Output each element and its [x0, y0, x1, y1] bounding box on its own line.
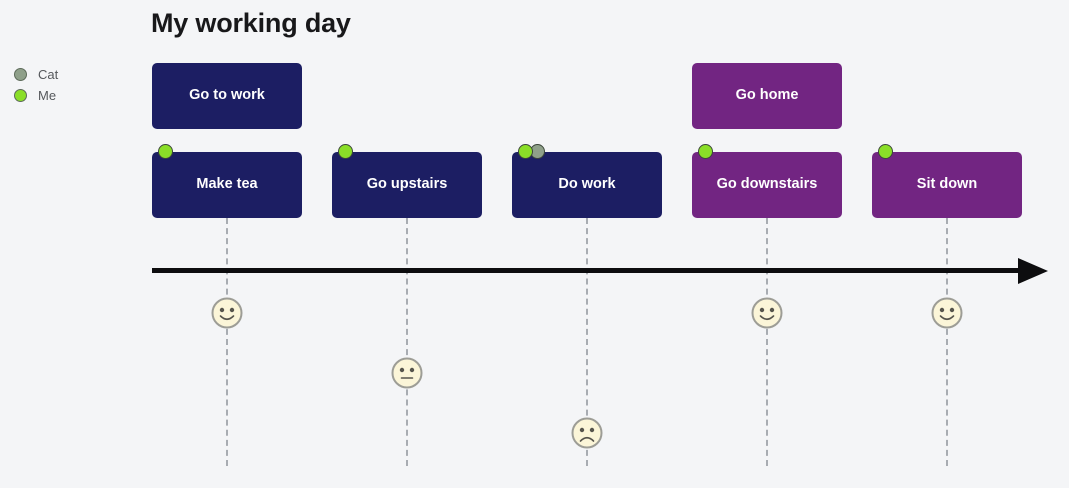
task-connector-line [586, 218, 588, 466]
task-connector-line [406, 218, 408, 466]
task-label: Do work [558, 176, 616, 193]
owner-dot-me-icon [518, 144, 533, 159]
task-label: Go to work [189, 87, 265, 104]
happy-face-icon [931, 297, 963, 329]
happy-face-icon [751, 297, 783, 329]
legend-item-label: Cat [38, 67, 59, 82]
owner-dot-me-icon [698, 144, 713, 159]
task-box[interactable]: Make tea [152, 144, 302, 218]
task-label: Go upstairs [366, 176, 448, 193]
task-label: Sit down [916, 176, 978, 193]
task-connector-line [946, 218, 948, 466]
task-box[interactable]: Go to work [152, 63, 302, 129]
task-connector-line [226, 218, 228, 466]
legend-item-me[interactable]: Me [14, 85, 124, 106]
task-box[interactable]: Do work [512, 144, 662, 218]
legend-item-cat[interactable]: Cat [14, 64, 124, 85]
task-connector-line [766, 218, 768, 466]
task-box[interactable]: Go upstairs [332, 144, 482, 218]
timeline-axis [152, 268, 1032, 273]
task-box[interactable]: Go downstairs [692, 144, 842, 218]
happy-face-icon [211, 297, 243, 329]
task-label: Make tea [196, 176, 258, 193]
legend-swatch-cat-icon [14, 68, 27, 81]
timeline-arrowhead-icon [1018, 258, 1048, 284]
task-label: Go downstairs [716, 176, 818, 193]
legend-item-label: Me [38, 88, 57, 103]
owner-dot-me-icon [878, 144, 893, 159]
task-label: Go home [735, 87, 799, 104]
neutral-face-icon [391, 357, 423, 389]
task-box[interactable]: Go home [692, 63, 842, 129]
owner-dot-me-icon [158, 144, 173, 159]
sad-face-icon [571, 417, 603, 449]
page-title: My working day [151, 8, 351, 38]
task-box[interactable]: Sit down [872, 144, 1022, 218]
legend-swatch-me-icon [14, 89, 27, 102]
owner-dot-me-icon [338, 144, 353, 159]
